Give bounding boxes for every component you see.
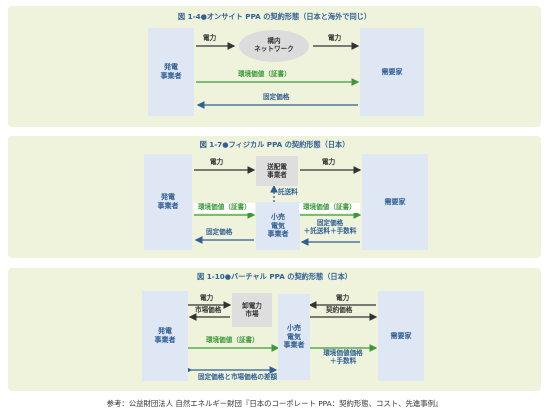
- customer-box: 需要家: [378, 291, 424, 381]
- power-label-left: 電力: [210, 158, 224, 166]
- panel2-arrows: [194, 166, 362, 246]
- env-label-right: 環境価値（証書）: [299, 203, 360, 213]
- market-box: 卸電力 市場: [232, 293, 272, 327]
- env-label-right: 環境価値価格 ＋手数料: [323, 349, 363, 365]
- panel-title: 図 1-7●フィジカル PPA の契約形態（日本）: [199, 140, 350, 149]
- wheeling-label: 託送料: [278, 188, 298, 196]
- env-value-label: 環境価値（証書）: [238, 70, 291, 78]
- env-label-left: 環境価値（証書）: [194, 203, 255, 213]
- power-label-right: 電力: [322, 158, 336, 166]
- onsite-ppa-panel: 図 1-4●オンサイト PPA の契約形態（日本と海外で同じ） 発電 事業者 需…: [8, 6, 541, 127]
- contract-price-label: 契約価格: [326, 306, 353, 314]
- generator-box: 発電 事業者: [144, 154, 192, 250]
- transmission-box: 送配電 事業者: [256, 156, 298, 186]
- customer-box: 需要家: [362, 154, 428, 250]
- panel-title: 図 1-10●バーチャル PPA の契約形態（日本）: [197, 272, 352, 281]
- env-label-left: 環境価値（証書）: [206, 336, 259, 344]
- power-label-right: 電力: [336, 294, 350, 302]
- fixed-label-left: 固定価格: [206, 228, 233, 236]
- virtual-ppa-panel: 図 1-10●バーチャル PPA の契約形態（日本） 発電 事業者 需要家 卸電…: [8, 268, 541, 391]
- retailer-box: 小売 電気 事業者: [256, 202, 300, 250]
- generator-box: 発電 事業者: [148, 28, 194, 116]
- diff-label: 固定価格と市場価格の差額: [198, 373, 278, 381]
- panel-title: 図 1-4●オンサイト PPA の契約形態（日本と海外で同じ）: [177, 12, 372, 21]
- network-ellipse: [239, 30, 309, 62]
- fixed-price-label: 固定価格: [263, 93, 290, 101]
- generator-box: 発電 事業者: [142, 291, 188, 381]
- retailer-box: 小売 電気 事業者: [278, 294, 310, 380]
- power-label-left: 電力: [203, 34, 217, 42]
- network-label: 構内 ネットワーク: [254, 37, 294, 53]
- panel3-arrows: [184, 301, 378, 374]
- power-label-left: 電力: [200, 294, 214, 302]
- panel1-arrows: [196, 30, 360, 109]
- power-label-right: 電力: [328, 34, 342, 42]
- physical-ppa-panel: 図 1-7●フィジカル PPA の契約形態（日本） 発電 事業者 需要家 送配電…: [8, 136, 541, 258]
- fixed-label-right: 固定価格 ＋託送料＋手数料: [303, 219, 357, 235]
- customer-box: 需要家: [360, 28, 424, 116]
- market-price-label: 市場価格: [195, 306, 222, 314]
- source-caption: 参考：公益財団法人 自然エネルギー財団『日本のコーポレート PPA：契約形態、コ…: [106, 399, 443, 408]
